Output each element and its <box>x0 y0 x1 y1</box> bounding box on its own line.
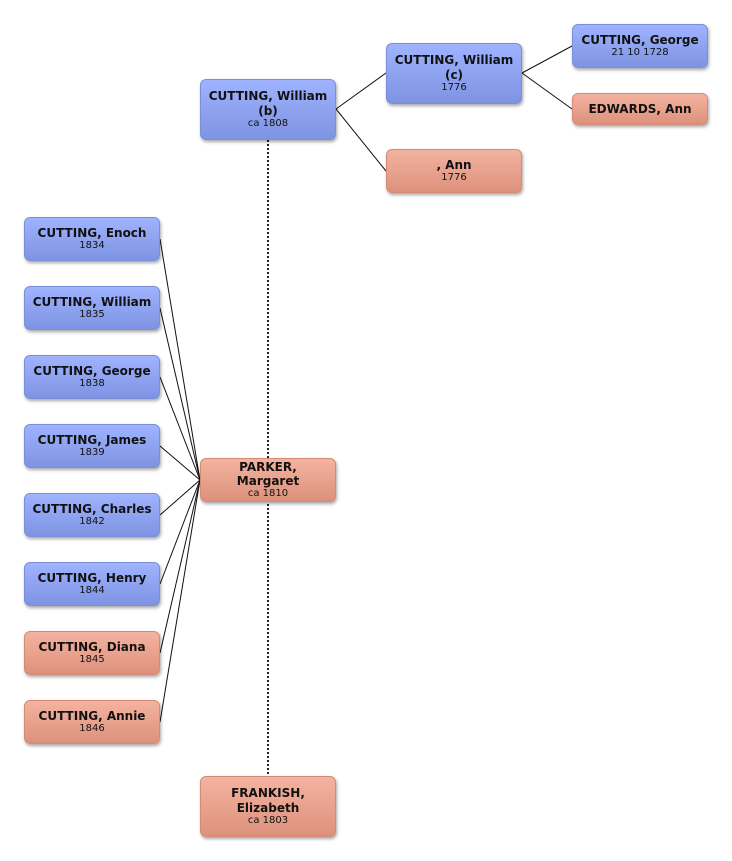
person-name: CUTTING, George <box>33 363 151 378</box>
person-ann[interactable]: , Ann 1776 <box>386 149 522 193</box>
person-henry[interactable]: CUTTING, Henry 1844 <box>24 562 160 606</box>
connector-margaret-to-george <box>159 376 201 481</box>
connector-margaret-to-diana <box>159 479 201 654</box>
person-margaret[interactable]: PARKER, Margaret ca 1810 <box>200 458 336 502</box>
person-diana[interactable]: CUTTING, Diana 1845 <box>24 631 160 675</box>
person-date: 1845 <box>79 654 105 666</box>
connector-margaret-to-annie <box>159 479 201 723</box>
person-date: 1834 <box>79 240 105 252</box>
person-date: 1839 <box>79 447 105 459</box>
person-date: 1776 <box>441 81 467 93</box>
person-edwards-ann[interactable]: EDWARDS, Ann <box>572 93 708 125</box>
person-name: CUTTING, Henry <box>37 570 147 585</box>
person-william-c[interactable]: CUTTING, William (c) 1776 <box>386 43 522 104</box>
person-elizabeth[interactable]: FRANKISH, Elizabeth ca 1803 <box>200 776 336 837</box>
person-william-1835[interactable]: CUTTING, William 1835 <box>24 286 160 330</box>
person-name: PARKER, Margaret <box>236 459 300 488</box>
person-name: EDWARDS, Ann <box>588 101 692 116</box>
person-james[interactable]: CUTTING, James 1839 <box>24 424 160 468</box>
connector-margaret-to-enoch <box>159 238 201 481</box>
person-name: FRANKISH, Elizabeth <box>231 786 305 815</box>
person-date: 21 10 1728 <box>611 47 669 59</box>
person-name: CUTTING, Charles <box>32 501 152 516</box>
person-name: , Ann <box>436 157 472 172</box>
connector-margaret-to-william <box>159 307 201 481</box>
person-date: 1776 <box>441 172 467 184</box>
connector-william-c-to-george <box>521 45 573 74</box>
person-name: CUTTING, William <box>32 294 152 309</box>
person-name: CUTTING, Annie <box>38 708 146 723</box>
person-date: 1844 <box>79 585 105 597</box>
person-date: ca 1810 <box>247 488 289 500</box>
person-date: ca 1803 <box>247 814 289 826</box>
person-name: CUTTING, Diana <box>38 639 146 654</box>
person-date: 1838 <box>79 378 105 390</box>
connector-margaret-to-charles <box>159 479 201 516</box>
person-name: CUTTING, James <box>37 432 147 447</box>
person-date: 1835 <box>79 309 105 321</box>
connector-william-b-to-william-c <box>335 72 387 110</box>
person-date: 1846 <box>79 723 105 735</box>
connector-margaret-to-henry <box>159 479 201 585</box>
person-name: CUTTING, George <box>581 32 699 47</box>
person-william-b[interactable]: CUTTING, William (b) ca 1808 <box>200 79 336 140</box>
person-charles[interactable]: CUTTING, Charles 1842 <box>24 493 160 537</box>
connector-william-c-to-edwards <box>521 72 573 110</box>
person-name: CUTTING, William (c) <box>394 53 514 82</box>
person-date: 1842 <box>79 516 105 528</box>
connector-william-b-to-ann <box>335 108 387 172</box>
person-enoch[interactable]: CUTTING, Enoch 1834 <box>24 217 160 261</box>
person-name: CUTTING, Enoch <box>37 225 147 240</box>
person-george-1838[interactable]: CUTTING, George 1838 <box>24 355 160 399</box>
person-annie[interactable]: CUTTING, Annie 1846 <box>24 700 160 744</box>
connector-margaret-to-james <box>159 445 201 481</box>
person-george-1728[interactable]: CUTTING, George 21 10 1728 <box>572 24 708 68</box>
person-date: ca 1808 <box>247 117 289 129</box>
person-name: CUTTING, William (b) <box>208 89 328 118</box>
